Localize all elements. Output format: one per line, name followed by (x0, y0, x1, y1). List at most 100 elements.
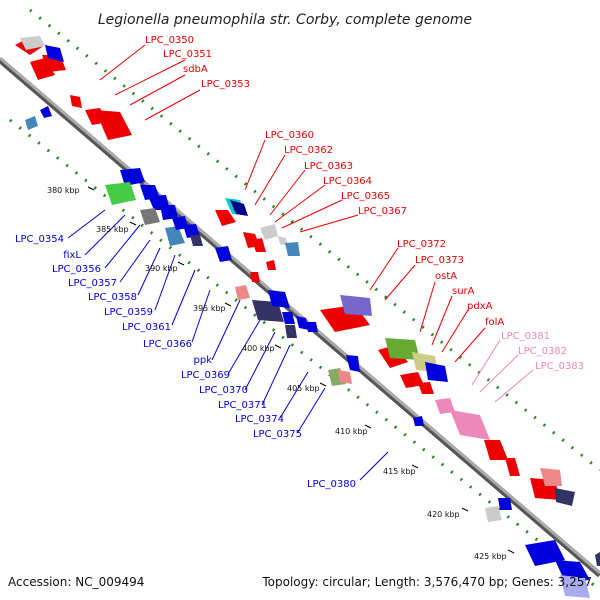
dotted-line-inner (9, 118, 600, 592)
gene-arrow (45, 45, 64, 62)
tick-marks (87, 186, 515, 554)
gene-label: LPC_0364 (323, 176, 372, 187)
gene-arrow (268, 290, 290, 308)
tick-label: 395 kbp (193, 304, 226, 313)
gene-arrow (165, 226, 185, 246)
map-title: Legionella pneumophila str. Corby, compl… (98, 12, 472, 28)
reverse-gene-labels: LPC_0354 fixL LPC_0356 LPC_0357 LPC_0358… (15, 234, 356, 490)
gene-label: LPC_0353 (201, 79, 250, 90)
tick-label: 380 kbp (47, 186, 80, 195)
gene-arrow (418, 382, 434, 394)
gene-arrow (20, 36, 45, 50)
gene-arrow (498, 498, 512, 510)
dotted-line-outer (29, 8, 600, 472)
tick-label: 415 kbp (383, 467, 416, 476)
gene-arrow (30, 58, 55, 80)
gene-label: LPC_0373 (415, 255, 464, 266)
gene-arrow (140, 208, 160, 225)
gene-arrow (260, 224, 278, 240)
gene-label: LPC_0359 (104, 307, 153, 318)
gene-arrow (285, 242, 300, 256)
gene-arrow (160, 205, 178, 220)
gene-label: LPC_0356 (52, 264, 101, 275)
gene-arrow (235, 285, 250, 300)
gene-label: LPC_0375 (253, 429, 302, 440)
tick-labels: 380 kbp 385 kbp 390 kbp 395 kbp 400 kbp … (47, 186, 507, 561)
gene-arrow (282, 312, 295, 324)
gene-label: LPC_0380 (307, 479, 356, 490)
gene-arrow (120, 168, 145, 186)
gene-label: ppk (194, 355, 213, 366)
gene-arrow (595, 552, 600, 566)
gene-arrow (555, 488, 575, 506)
gene-label: LPC_0369 (181, 370, 230, 381)
tick-label: 420 kbp (427, 510, 460, 519)
gene-label: pdxA (467, 301, 493, 312)
gene-arrow (413, 416, 424, 426)
gene-label: LPC_0381 (501, 331, 550, 342)
gene-label: LPC_0382 (518, 346, 567, 357)
genome-backbone (0, 56, 600, 575)
gene-arrow (250, 272, 260, 282)
gene-arrow (183, 224, 200, 238)
gene-arrow (425, 362, 448, 382)
gene-arrow (540, 468, 562, 486)
tick-label: 385 kbp (96, 225, 129, 234)
gene-arrow (296, 316, 309, 330)
gene-label: surA (452, 286, 475, 297)
gene-arrow (266, 260, 276, 270)
gene-label: LPC_0358 (88, 292, 137, 303)
gene-arrow (306, 322, 318, 332)
gene-arrow (400, 372, 424, 388)
gene-arrow (450, 410, 490, 440)
gene-label: fixL (63, 250, 81, 261)
gene-label: LPC_0366 (143, 339, 192, 350)
gene-arrow (346, 355, 360, 372)
gene-arrow (230, 200, 248, 216)
gene-label: LPC_0354 (15, 234, 64, 245)
gene-label: LPC_0360 (265, 130, 314, 141)
gene-arrow (95, 110, 132, 140)
gene-arrow (40, 106, 52, 118)
forward-gene-labels: LPC_0350 LPC_0351 sdbA LPC_0353 LPC_0360… (145, 35, 504, 328)
gene-arrow (252, 238, 266, 252)
gene-arrow (505, 458, 520, 476)
gene-label: LPC_0383 (535, 361, 584, 372)
gene-arrow (215, 210, 236, 226)
gene-label: LPC_0363 (304, 161, 353, 172)
pink-label-lines (471, 339, 534, 403)
tick-label: 405 kbp (287, 384, 320, 393)
gene-label: LPC_0350 (145, 35, 194, 46)
red-label-lines (99, 44, 486, 363)
tick-label: 400 kbp (242, 344, 275, 353)
gene-arrow (285, 325, 297, 338)
tick-label: 410 kbp (335, 427, 368, 436)
gene-label: LPC_0361 (122, 322, 171, 333)
gene-label: LPC_0367 (358, 206, 407, 217)
topology-text: Topology: circular; Length: 3,576,470 bp… (261, 575, 592, 589)
gene-label: LPC_0365 (341, 191, 390, 202)
pink-gene-labels: LPC_0381 LPC_0382 LPC_0383 (501, 331, 584, 372)
gene-arrow (105, 182, 136, 205)
gene-label: sdbA (183, 64, 208, 75)
gene-label: LPC_0371 (218, 400, 267, 411)
gene-arrow (484, 440, 508, 460)
gene-label: LPC_0357 (68, 278, 117, 289)
tick-label: 390 kbp (145, 264, 178, 273)
tick-label: 425 kbp (474, 552, 507, 561)
gene-label: LPC_0372 (397, 239, 446, 250)
reverse-genes (25, 106, 600, 598)
gene-label: LPC_0370 (199, 385, 248, 396)
gene-arrow (338, 370, 352, 384)
gene-arrow (560, 575, 590, 598)
gene-label: LPC_0362 (284, 145, 333, 156)
gene-label: folA (485, 317, 504, 328)
gene-arrow (25, 116, 38, 130)
blue-label-lines (67, 209, 389, 481)
gene-arrow (385, 338, 420, 360)
gene-label: LPC_0351 (163, 49, 212, 60)
accession-text: Accession: NC_009494 (8, 575, 144, 589)
gene-arrow (190, 235, 203, 246)
